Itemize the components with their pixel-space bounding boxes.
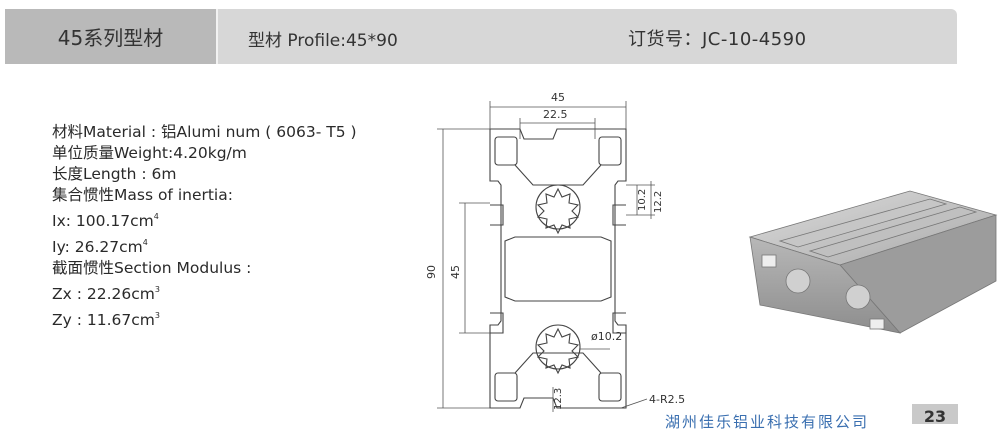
dim-10-2-label: 10.2 [637,189,648,211]
spec-zx: Zx : 22.26cm3 [52,279,357,305]
web-upper [514,164,602,186]
spec-zy: Zy : 11.67cm3 [52,305,357,331]
pocket-bottom-left [494,372,518,402]
spec-zx-text: Zx : 22.26cm [52,285,155,303]
dim-width-label: 45 [551,91,565,104]
profile-title: 型材 Profile:45*90 [248,31,398,51]
dim-inner-label: 45 [449,265,462,279]
spec-material: 材料Material : 铝Alumi num ( 6063- T5 ) [52,123,357,141]
render-groove-2 [808,206,978,258]
spec-zx-exponent: 3 [154,285,160,294]
slot-right-lower [612,312,626,334]
spec-inertia-heading: 集合惯性Mass of inertia: [52,186,233,204]
spec-ix: Ix: 100.17cm4 [52,206,357,232]
spec-iy-text: Iy: 26.27cm [52,238,143,256]
spec-iy-exponent: 4 [142,238,148,247]
render-hole-left [785,268,811,294]
dim-12-2-label: 12.2 [653,191,664,213]
pocket-top-left [494,136,518,166]
render-groove-1 [778,198,948,248]
render-front-face [749,236,902,334]
dim-height-label: 90 [425,265,438,279]
spec-ix-exponent: 4 [153,212,159,221]
spec-iy: Iy: 26.27cm4 [52,232,357,258]
company-name: 湖州佳乐铝业科技有限公司 [665,413,870,431]
hole-upper [535,184,581,230]
profile-cross-section-drawing: 45 22.5 90 45 10.2 12.2 ø10.2 4-R2.5 12.… [425,91,685,412]
profile-outline [489,128,627,409]
web-lower [514,352,602,374]
dim-12-3-label: 12.3 [553,388,564,410]
spec-modulus-heading: 截面惯性Section Modulus : [52,259,252,277]
dim-slot-label: 22.5 [543,108,568,121]
page-number: 23 [912,404,958,426]
render-pocket-2 [869,318,885,330]
center-chamber [504,236,612,302]
spec-list: 材料Material : 铝Alumi num ( 6063- T5 ) 单位质… [52,122,357,331]
spec-zy-text: Zy : 11.67cm [52,311,155,329]
spec-zy-exponent: 3 [154,311,160,320]
pocket-top-right [598,136,622,166]
render-hole-right [845,284,871,310]
pocket-bottom-right [598,372,622,402]
series-label: 45系列型材 [57,26,164,50]
slot-left-lower [490,312,504,334]
spec-weight: 单位质量Weight:4.20kg/m [52,144,247,162]
dim-hole-label: ø10.2 [591,330,622,343]
gear-lower [536,327,580,375]
spec-length: 长度Length : 6m [52,165,177,183]
dim-radius-label: 4-R2.5 [649,393,685,406]
order-number: 订货号：JC-10-4590 [628,29,807,50]
hole-lower [535,324,581,370]
spec-ix-text: Ix: 100.17cm [52,212,154,230]
profile-3d-render [748,190,998,334]
slot-left-upper [490,204,504,226]
slot-right-upper [612,204,626,226]
gear-upper [536,187,580,235]
render-pocket-1 [761,254,777,268]
series-tab: 45系列型材 [5,9,218,64]
